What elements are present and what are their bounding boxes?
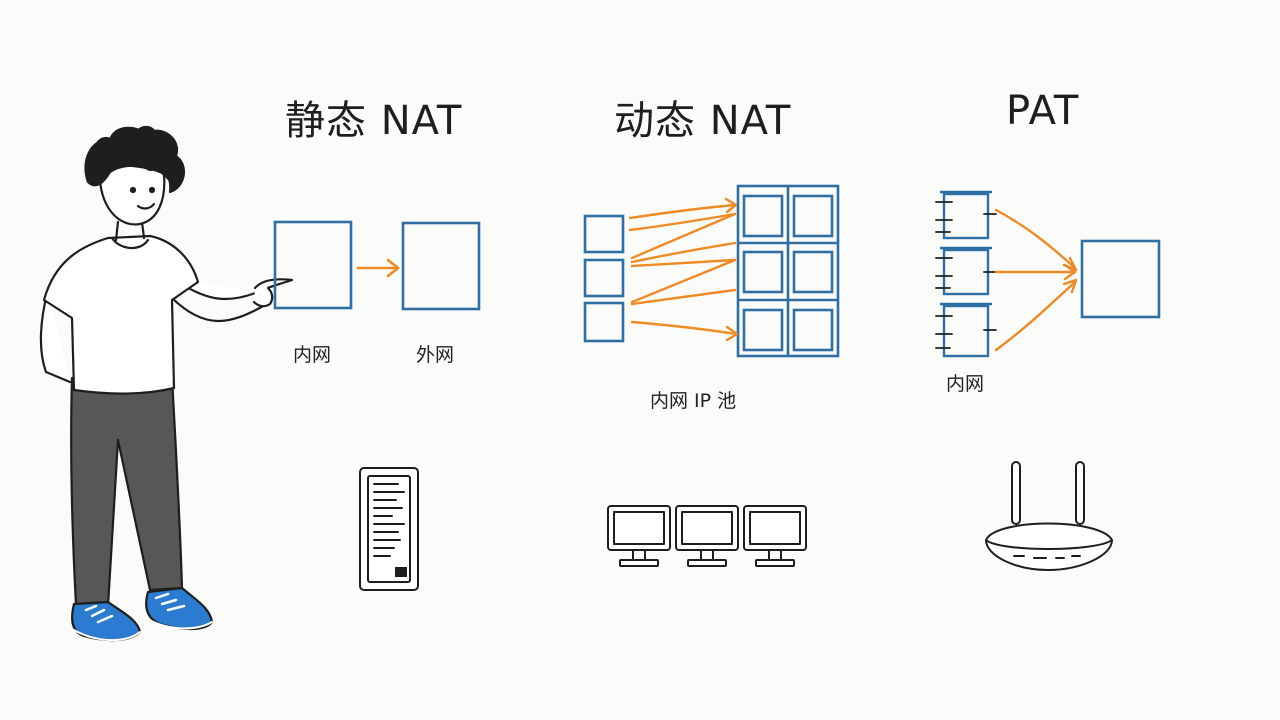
dynamic-inside-boxes	[583, 214, 625, 343]
server-tower-icon	[359, 467, 419, 591]
person-icon	[39, 125, 294, 642]
pat-diagram	[935, 190, 1161, 358]
static-inside-label: 内网	[293, 344, 332, 366]
dynamic-nat-title: 动态 NAT	[614, 98, 792, 144]
static-nat-title: 静态 NAT	[285, 98, 463, 144]
dynamic-pool-label: 内网 IP 池	[650, 390, 737, 412]
pat-arrows	[994, 208, 1078, 352]
pat-port-ticks	[935, 201, 997, 349]
pat-inside-label: 内网	[946, 373, 985, 395]
pat-public-box	[1080, 239, 1161, 319]
static-outside-label: 外网	[416, 344, 455, 366]
dynamic-arrows	[628, 197, 739, 342]
static-outside-box	[401, 221, 481, 311]
monitor-icon	[607, 505, 807, 567]
static-inside-box	[273, 220, 353, 310]
dynamic-ip-pool	[736, 184, 840, 358]
pat-inside-hosts	[940, 190, 992, 358]
dynamic-nat-diagram	[583, 184, 840, 358]
router-icon	[985, 461, 1113, 571]
static-nat-diagram	[273, 220, 481, 311]
pat-title: PAT	[1006, 88, 1080, 134]
static-arrow	[356, 258, 401, 278]
